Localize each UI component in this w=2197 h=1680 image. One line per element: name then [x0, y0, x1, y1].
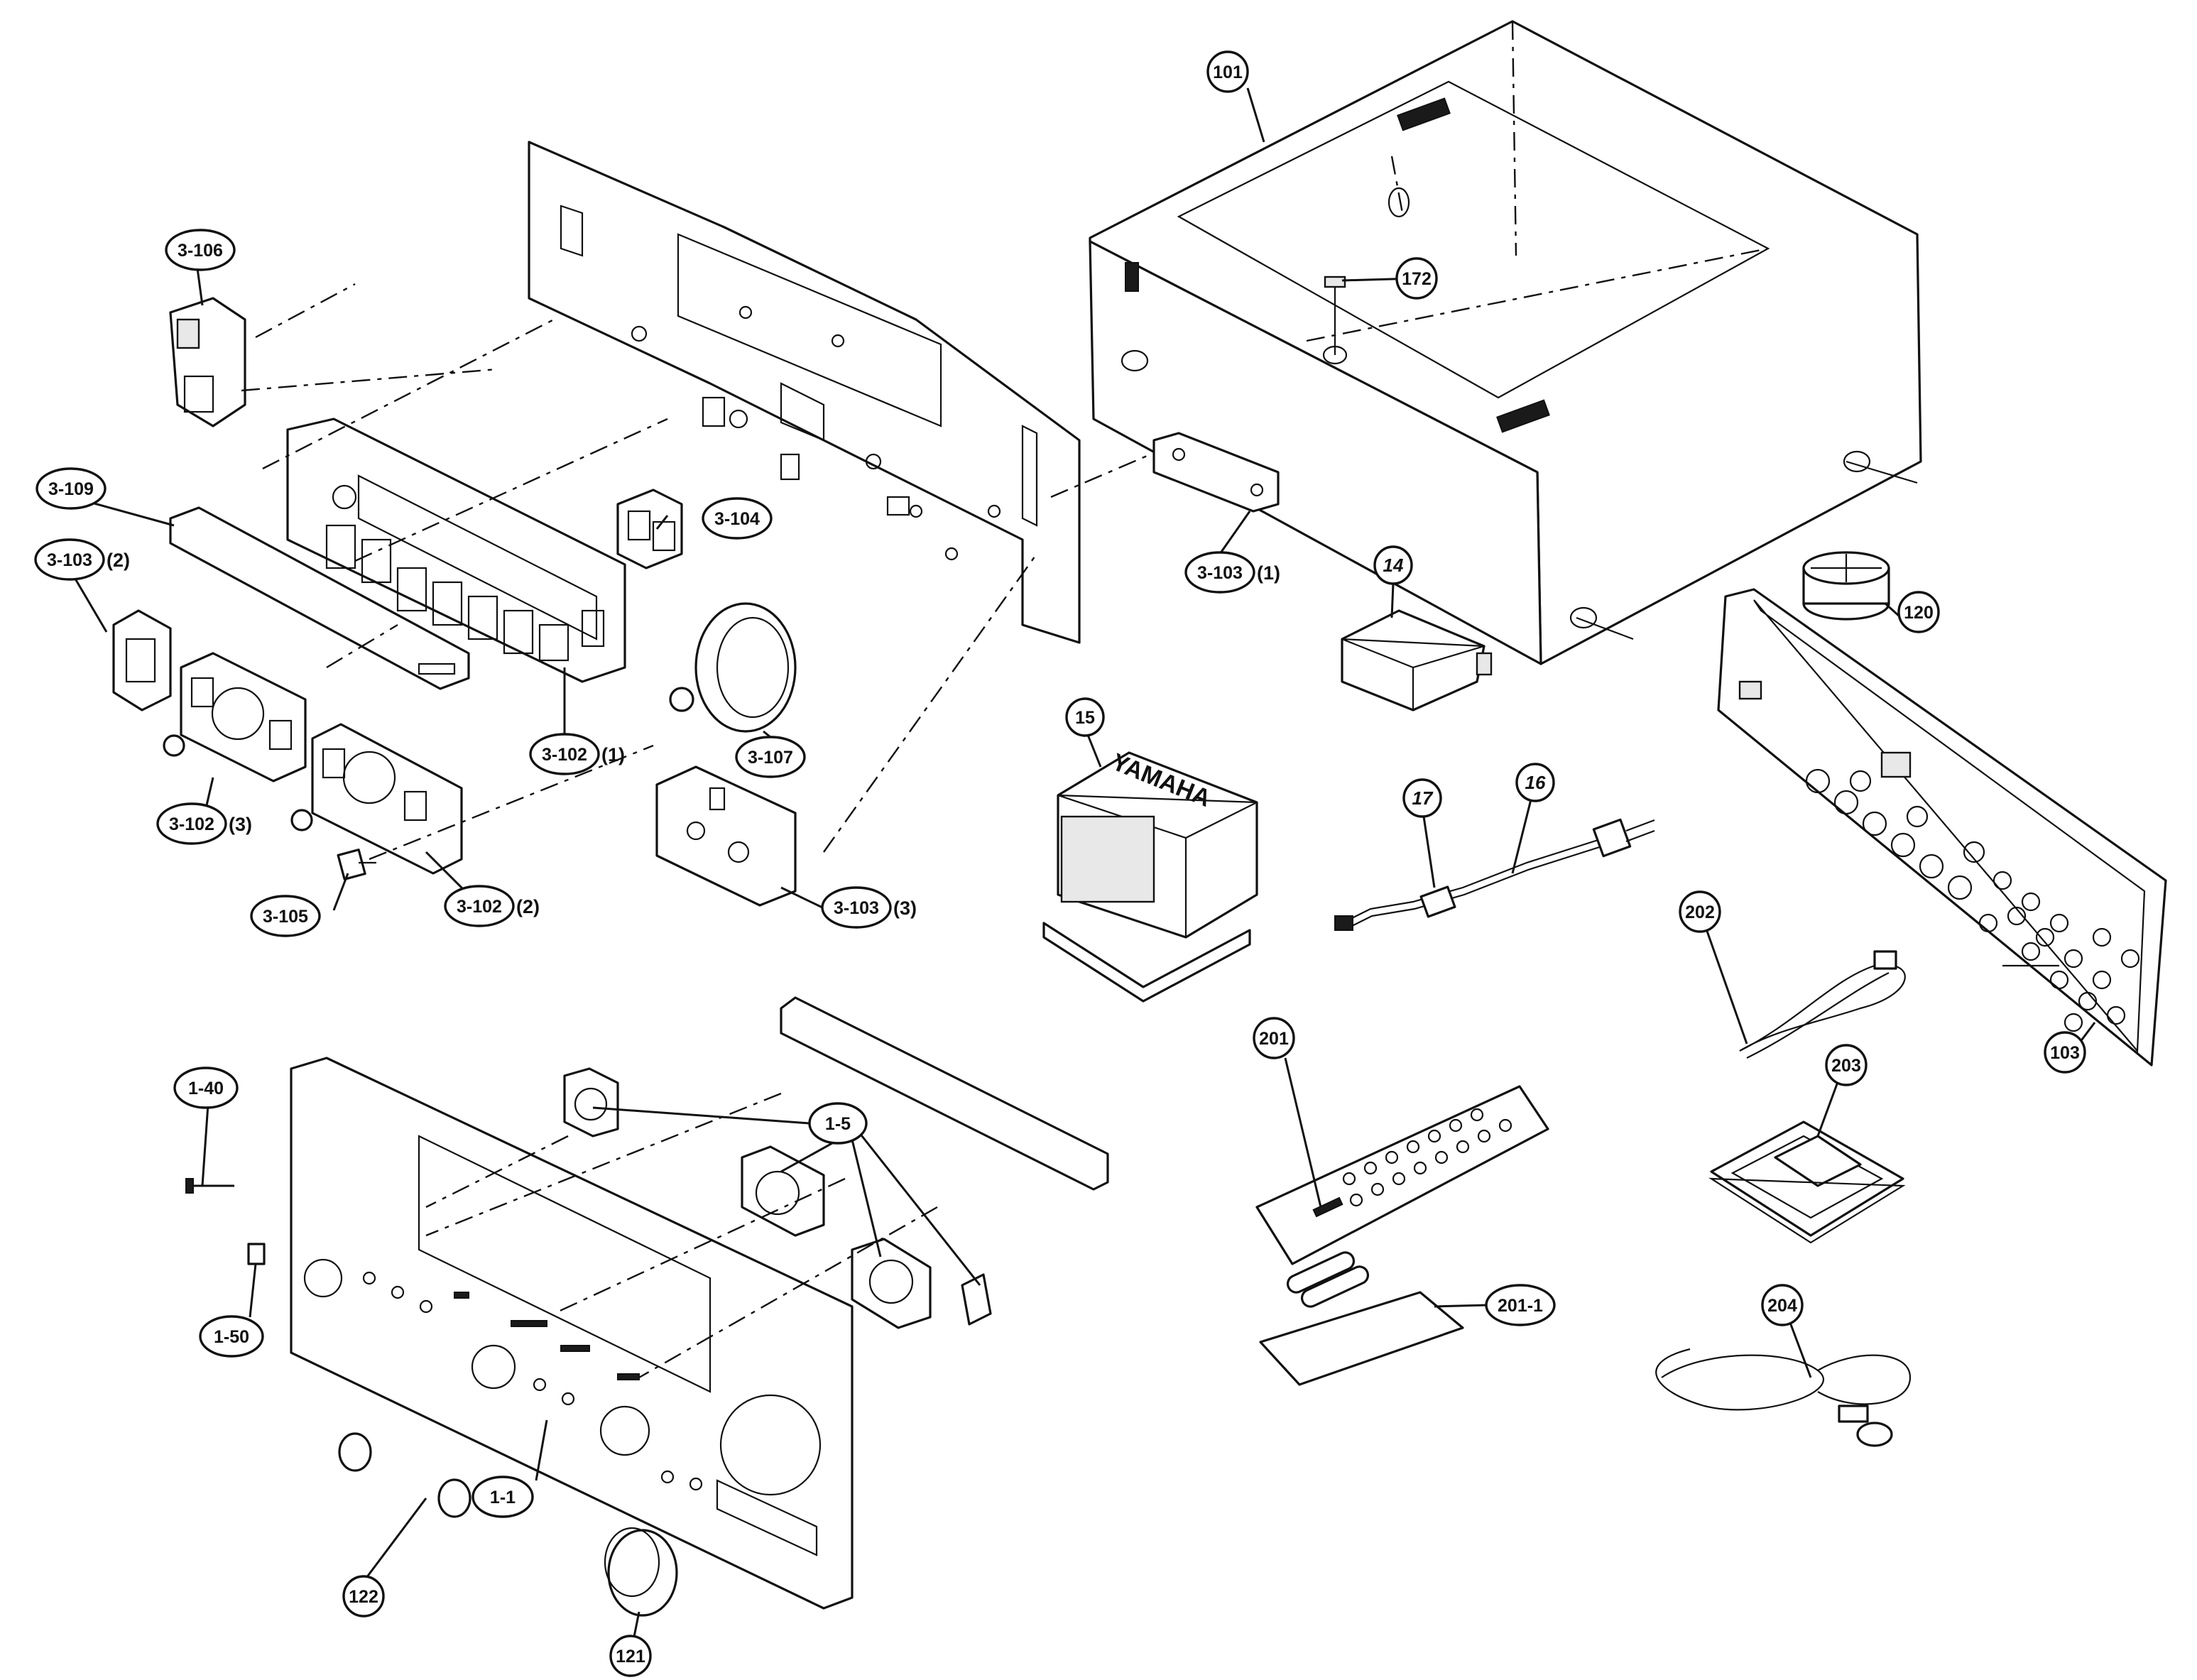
callout-label-3-106: 3-106 — [178, 241, 223, 261]
callout-label-3-103-3: 3-103 — [834, 898, 879, 918]
top-cover-part — [1089, 20, 1922, 665]
callout-3-102-2: 3-102 (2) — [444, 885, 540, 927]
part-1-5-holders — [563, 1067, 992, 1329]
part-3-107 — [669, 602, 797, 733]
callout-label-17: 17 — [1412, 787, 1434, 809]
battery-cover-part — [1259, 1251, 1464, 1386]
foot-part — [1802, 551, 1890, 621]
callout-label-121: 121 — [616, 1647, 645, 1667]
callout-3-103-3: 3-103 (3) — [821, 886, 917, 929]
knob-121 — [604, 1527, 678, 1617]
callout-label-15: 15 — [1075, 708, 1095, 728]
part-3-104 — [616, 489, 683, 569]
callout-3-104: 3-104 — [702, 497, 773, 540]
part-3-103-3 — [655, 765, 797, 907]
callout-label-202: 202 — [1685, 902, 1715, 922]
callout-label-14: 14 — [1383, 555, 1404, 576]
callout-label-172: 172 — [1402, 269, 1432, 289]
callout-label-1-5: 1-5 — [825, 1114, 851, 1134]
callout-120: 120 — [1897, 591, 1940, 633]
callout-suffix-3-103-1: (1) — [1257, 562, 1280, 584]
callout-suffix-3-102-2: (2) — [516, 896, 540, 917]
callout-label-203: 203 — [1831, 1056, 1861, 1076]
callout-201: 201 — [1253, 1017, 1295, 1059]
callout-3-105: 3-105 — [250, 895, 321, 937]
part-3-106 — [169, 297, 246, 427]
knob-122 — [338, 1432, 471, 1518]
callout-3-107: 3-107 — [735, 736, 806, 778]
assembly-guide-lines — [241, 283, 1151, 1379]
remote-control-part — [1255, 1085, 1549, 1265]
callout-3-103-1: 3-103 (1) — [1184, 551, 1280, 594]
part-1-50 — [247, 1243, 266, 1265]
callout-suffix-3-103-2: (2) — [107, 550, 130, 571]
callout-201-1: 201-1 — [1485, 1284, 1556, 1326]
fuse-holder-part — [1341, 609, 1493, 711]
callout-label-3-103-1: 3-103 — [1197, 563, 1243, 583]
callout-101: 101 — [1206, 50, 1249, 93]
front-trim-bar-part — [780, 996, 1109, 1191]
callout-label-120: 120 — [1904, 603, 1934, 623]
callout-204: 204 — [1761, 1284, 1804, 1326]
callout-103: 103 — [2044, 1031, 2086, 1074]
callout-3-106: 3-106 — [165, 229, 236, 271]
callout-1-5: 1-5 — [808, 1102, 868, 1145]
front-panel-part — [290, 1057, 854, 1610]
callout-label-3-104: 3-104 — [714, 509, 760, 529]
callout-label-3-105: 3-105 — [263, 907, 308, 927]
fm-antenna-part — [1739, 950, 1906, 1059]
callout-1-50: 1-50 — [199, 1315, 264, 1358]
callout-label-3-107: 3-107 — [748, 748, 793, 768]
power-cord-part — [1334, 818, 1655, 931]
callout-label-201: 201 — [1259, 1029, 1289, 1049]
part-3-105 — [337, 849, 376, 880]
callout-3-102-3: 3-102 (3) — [156, 802, 252, 845]
callout-15: 15 — [1065, 697, 1105, 737]
callout-14: 14 — [1373, 545, 1413, 585]
part-3-103-2 — [112, 609, 172, 711]
callout-17: 17 — [1402, 778, 1442, 818]
callout-121: 121 — [609, 1635, 652, 1677]
power-transformer-part: YAMAHA — [1042, 748, 1258, 1003]
part-3-103-1 — [1152, 432, 1280, 513]
callout-label-103: 103 — [2050, 1043, 2080, 1063]
part-3-102-2 — [290, 723, 463, 875]
front-bracket-part — [286, 418, 626, 683]
callout-label-122: 122 — [349, 1587, 378, 1607]
part-1-40 — [185, 1178, 234, 1194]
am-cable-part — [1655, 1348, 1912, 1447]
callout-label-1-40: 1-40 — [188, 1079, 224, 1098]
callout-label-1-50: 1-50 — [214, 1327, 249, 1347]
main-chassis-part — [528, 141, 1081, 644]
callout-label-3-109: 3-109 — [48, 479, 94, 499]
callout-label-3-102-3: 3-102 — [169, 814, 214, 834]
callout-label-3-102-1: 3-102 — [542, 745, 587, 765]
callout-202: 202 — [1679, 890, 1721, 933]
callout-3-102-1: 3-102 (1) — [529, 733, 625, 775]
callout-122: 122 — [342, 1575, 385, 1618]
callout-suffix-3-103-3: (3) — [893, 898, 917, 919]
callout-label-16: 16 — [1525, 772, 1546, 793]
callout-172: 172 — [1395, 257, 1438, 300]
part-3-102-3 — [163, 652, 307, 782]
callout-3-109: 3-109 — [36, 467, 107, 510]
callout-label-204: 204 — [1767, 1296, 1797, 1316]
callout-label-1-1: 1-1 — [490, 1488, 516, 1507]
callout-203: 203 — [1825, 1044, 1868, 1086]
callout-16: 16 — [1515, 763, 1555, 802]
callout-3-103-2: 3-103 (2) — [34, 538, 130, 581]
am-loop-antenna-part — [1708, 1120, 1906, 1244]
rear-panel-part — [1717, 588, 2167, 1067]
callout-label-101: 101 — [1213, 62, 1243, 82]
callout-label-201-1: 201-1 — [1498, 1296, 1543, 1316]
callout-suffix-3-102-1: (1) — [601, 744, 625, 765]
callout-label-3-103-2: 3-103 — [47, 550, 92, 570]
callout-1-40: 1-40 — [173, 1067, 239, 1109]
callout-label-3-102-2: 3-102 — [457, 897, 502, 917]
part-3-109 — [169, 506, 470, 690]
callout-1-1: 1-1 — [471, 1476, 534, 1518]
callout-suffix-3-102-3: (3) — [229, 814, 252, 835]
